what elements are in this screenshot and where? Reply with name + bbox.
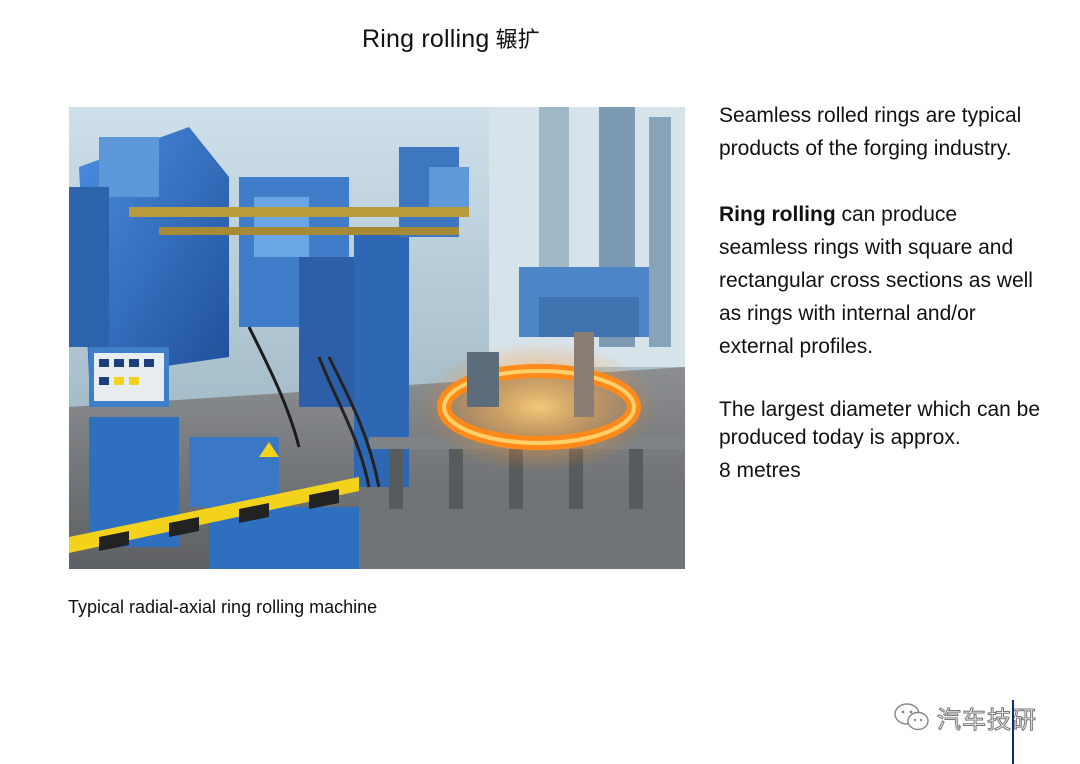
diameter-value: 8 metres	[719, 459, 801, 482]
capabilities-text: can produce seamless rings with square a…	[719, 203, 1033, 358]
slide-title-text: Ring rolling	[362, 25, 490, 53]
paragraph-capabilities: Ring rolling can produce seamless rings …	[719, 198, 1049, 363]
machine-illustration	[69, 107, 685, 569]
description-column: Seamless rolled rings are typical produc…	[719, 99, 1049, 487]
paragraph-products: Seamless rolled rings are typical produc…	[719, 104, 1022, 160]
ring-rolling-machine-photo	[69, 107, 685, 569]
watermark-text: 汽车技研	[937, 705, 1037, 734]
wechat-icon	[894, 703, 929, 731]
photo-caption: Typical radial-axial ring rolling machin…	[68, 597, 378, 617]
paragraph-largest-diameter: The largest diameter which can be produc…	[719, 398, 1040, 449]
slide-title-cjk: 辗扩	[495, 28, 540, 53]
slide-edge-line	[1012, 700, 1014, 764]
ring-rolling-bold: Ring rolling	[719, 203, 836, 226]
watermark: 汽车技研	[893, 699, 1037, 735]
